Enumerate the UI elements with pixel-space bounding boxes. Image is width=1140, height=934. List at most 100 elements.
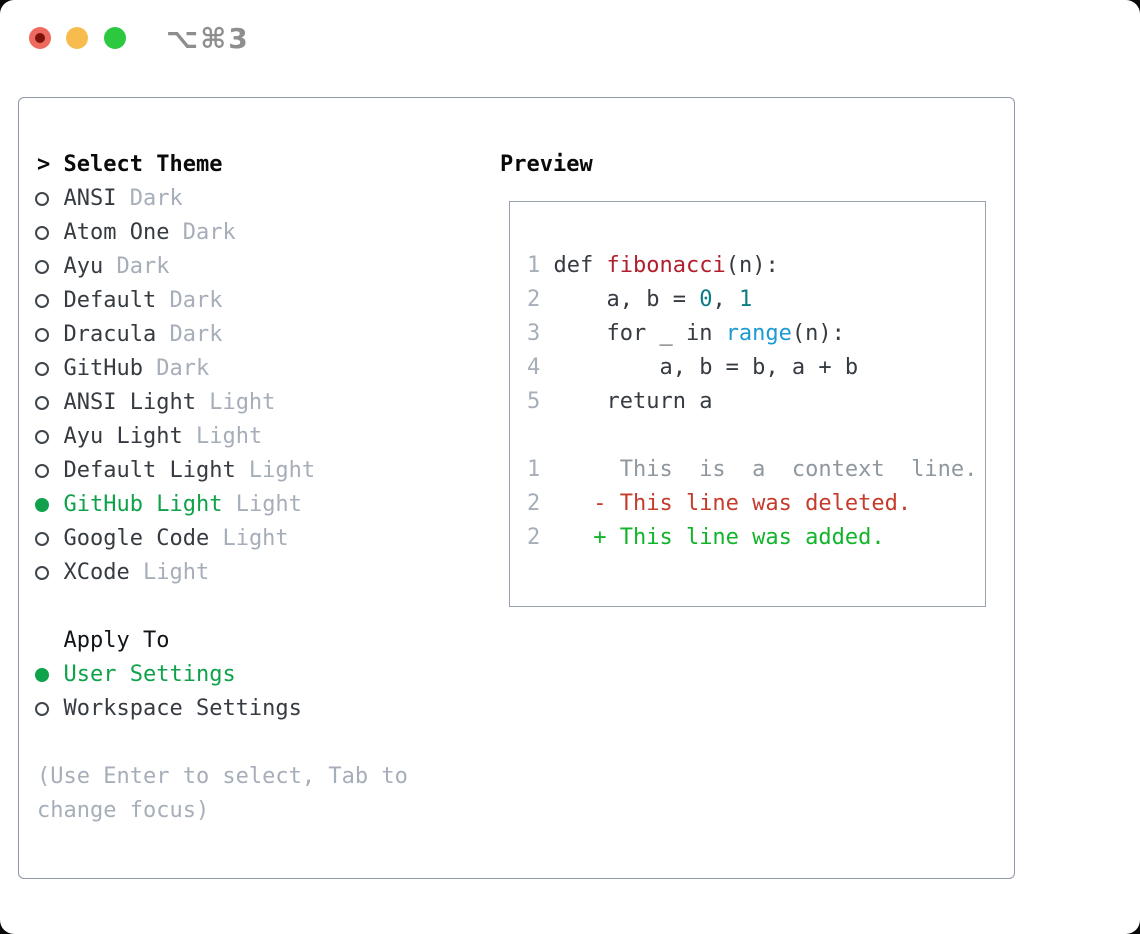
radio-icon [35, 566, 64, 580]
select-theme-label: Select Theme [63, 152, 223, 177]
radio-icon [35, 464, 64, 478]
code-token: a, b = [540, 287, 700, 312]
spacer [37, 590, 408, 624]
radio-circle [35, 430, 49, 444]
apply-option-label: User Settings [63, 662, 236, 687]
radio-selected-icon [35, 668, 64, 682]
code-token: + This line was added. [540, 525, 885, 550]
radio-circle [35, 498, 49, 512]
radio-icon [35, 192, 64, 206]
prompt-icon: > [37, 152, 51, 177]
radio-circle [35, 294, 49, 308]
line-number: 1 [527, 253, 541, 278]
close-dot-icon [35, 33, 45, 43]
close-button-icon[interactable] [29, 27, 51, 49]
code-token: range [725, 321, 792, 346]
preview-line [527, 419, 977, 453]
apply-to-label: Apply To [63, 628, 170, 653]
theme-name: Default Light [63, 458, 236, 483]
spacer [37, 726, 408, 760]
radio-circle [35, 464, 49, 478]
radio-icon [35, 532, 64, 546]
code-token: def [540, 253, 607, 278]
theme-name: Ayu Light [63, 424, 183, 449]
preview-line: 2 a, b = 0, 1 [527, 283, 977, 317]
radio-circle [35, 668, 49, 682]
theme-name: ANSI [63, 186, 117, 211]
radio-icon [35, 294, 64, 308]
code-token: (n): [791, 321, 845, 346]
radio-circle [35, 192, 49, 206]
code-token: This is a context line. [540, 457, 978, 482]
theme-name: XCode [63, 560, 130, 585]
preview-line: 2 - This line was deleted. [527, 487, 977, 521]
theme-option-google-code[interactable]: Google Code Light [35, 522, 408, 556]
theme-name: GitHub [63, 356, 143, 381]
radio-circle [35, 226, 49, 240]
theme-option-xcode[interactable]: XCode Light [35, 556, 408, 590]
theme-variant: Dark [103, 254, 170, 279]
radio-icon [35, 702, 64, 716]
help-text-line: change focus) [37, 798, 210, 823]
preview-line: 1 This is a context line. [527, 453, 977, 487]
radio-circle [35, 396, 49, 410]
apply-option-label: Workspace Settings [63, 696, 302, 721]
theme-variant: Dark [156, 322, 223, 347]
minimize-button-icon[interactable] [66, 27, 88, 49]
radio-circle [35, 532, 49, 546]
select-theme-header: > Select Theme [37, 148, 408, 182]
apply-option-workspace-settings[interactable]: Workspace Settings [35, 692, 408, 726]
code-token: , [712, 287, 739, 312]
window-title: ⌥⌘3 [166, 22, 250, 55]
radio-circle [35, 566, 49, 580]
line-number: 5 [527, 389, 541, 414]
theme-option-ayu-light[interactable]: Ayu Light Light [35, 420, 408, 454]
theme-option-atom-one[interactable]: Atom One Dark [35, 216, 408, 250]
line-number: 2 [527, 525, 541, 550]
radio-circle [35, 362, 49, 376]
theme-option-ayu[interactable]: Ayu Dark [35, 250, 408, 284]
theme-name: GitHub Light [63, 492, 223, 517]
zoom-button-icon[interactable] [104, 27, 126, 49]
theme-name: Dracula [63, 322, 157, 347]
radio-circle [35, 328, 49, 342]
theme-name: Default [63, 288, 157, 313]
theme-option-github-light[interactable]: GitHub Light Light [35, 488, 408, 522]
line-number: 1 [527, 457, 541, 482]
theme-variant: Light [209, 526, 289, 551]
theme-variant: Light [129, 560, 210, 585]
theme-name: Atom One [63, 220, 170, 245]
theme-option-default-light[interactable]: Default Light Light [35, 454, 408, 488]
apply-option-user-settings[interactable]: User Settings [35, 658, 408, 692]
titlebar: ⌥⌘3 [0, 0, 1140, 76]
line-number: 2 [527, 491, 541, 516]
code-token: 1 [738, 287, 753, 312]
theme-variant: Dark [169, 220, 236, 245]
radio-icon [35, 328, 64, 342]
radio-icon [35, 396, 64, 410]
theme-option-dracula[interactable]: Dracula Dark [35, 318, 408, 352]
code-token: for _ in [540, 321, 726, 346]
code-token: - This line was deleted. [540, 491, 912, 516]
theme-variant: Dark [156, 288, 223, 313]
theme-option-github[interactable]: GitHub Dark [35, 352, 408, 386]
line-number: 3 [527, 321, 541, 346]
radio-icon [35, 260, 64, 274]
help-text-line: (Use Enter to select, Tab to [37, 764, 408, 789]
theme-name: Google Code [63, 526, 210, 551]
radio-circle [35, 260, 49, 274]
preview-line: 1 def fibonacci(n): [527, 249, 977, 283]
theme-option-default[interactable]: Default Dark [35, 284, 408, 318]
preview-line: 3 for _ in range(n): [527, 317, 977, 351]
theme-option-ansi[interactable]: ANSI Dark [35, 182, 408, 216]
theme-variant: Dark [142, 356, 210, 381]
radio-icon [35, 362, 64, 376]
radio-circle [35, 702, 49, 716]
preview-line: 2 + This line was added. [527, 521, 977, 555]
radio-selected-icon [35, 498, 64, 512]
theme-option-ansi-light[interactable]: ANSI Light Light [35, 386, 408, 420]
